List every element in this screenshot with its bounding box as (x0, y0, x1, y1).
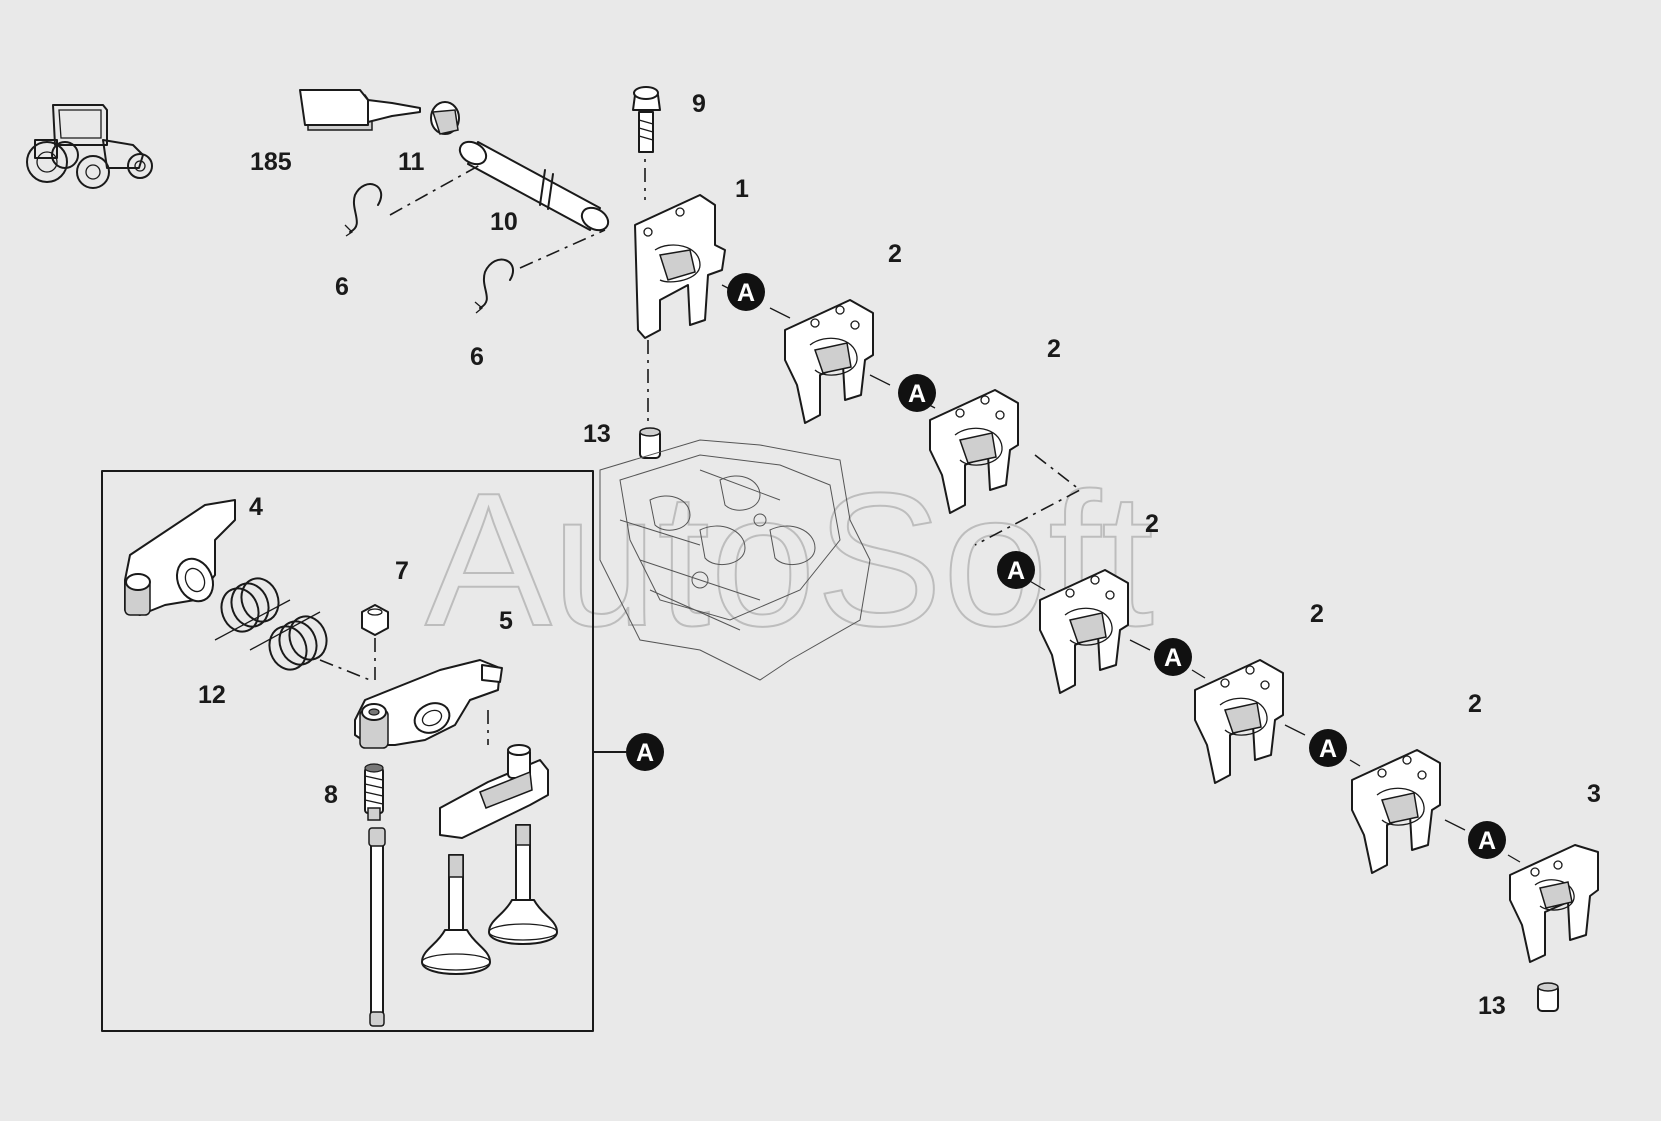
rocker-pedestal-3-part[interactable] (1509, 844, 1599, 963)
reference-marker-a-1[interactable]: A (727, 273, 765, 311)
callout-8: 8 (324, 781, 338, 809)
rocker-pedestal-2c-part[interactable] (1039, 569, 1129, 694)
svg-text:A: A (1164, 644, 1182, 672)
callout-9: 9 (692, 90, 706, 118)
circlip-lower-part[interactable] (474, 258, 514, 314)
reference-marker-a-2[interactable]: A (898, 374, 936, 412)
callout-10: 10 (490, 208, 518, 236)
callout-2-b: 2 (1047, 335, 1061, 363)
valve-left-part[interactable] (421, 854, 491, 975)
svg-text:A: A (737, 279, 755, 307)
rocker-pedestal-1-part[interactable] (634, 194, 726, 339)
rocker-pedestal-2a-part[interactable] (784, 299, 874, 424)
reference-marker-a-6[interactable]: A (1468, 821, 1506, 859)
callout-13-lower: 13 (1478, 992, 1506, 1020)
svg-text:A: A (1319, 735, 1337, 763)
reference-marker-a-4[interactable]: A (1154, 638, 1192, 676)
callout-1: 1 (735, 175, 749, 203)
valve-right-part[interactable] (488, 824, 558, 945)
rocker-shaft-part[interactable] (456, 137, 612, 234)
callout-2-a: 2 (888, 240, 902, 268)
callout-13-upper: 13 (583, 420, 611, 448)
rocker-pedestal-2b-part[interactable] (929, 389, 1019, 514)
valve-stem-seal-lower-part[interactable] (1537, 982, 1559, 1012)
push-rod-part[interactable] (368, 827, 386, 1027)
rocker-arm-5-part[interactable] (354, 659, 503, 749)
tractor-icon[interactable] (26, 104, 153, 189)
valve-bridge-part[interactable] (439, 744, 549, 839)
callout-6-upper: 6 (335, 273, 349, 301)
watermark: AutoSoft (425, 454, 1154, 666)
callout-12: 12 (198, 681, 226, 709)
valve-stem-seal-upper-part[interactable] (639, 427, 661, 459)
reference-marker-a-5[interactable]: A (1309, 729, 1347, 767)
bolt-part[interactable] (632, 86, 661, 153)
callout-5: 5 (499, 607, 513, 635)
callout-2-e: 2 (1468, 690, 1482, 718)
callout-2-c: 2 (1145, 510, 1159, 538)
callout-6-lower: 6 (470, 343, 484, 371)
svg-text:A: A (1007, 557, 1025, 585)
svg-text:A: A (636, 739, 654, 767)
svg-text:A: A (908, 380, 926, 408)
adjusting-nut-part[interactable] (361, 604, 389, 636)
callout-3: 3 (1587, 780, 1601, 808)
callout-2-d: 2 (1310, 600, 1324, 628)
rocker-spring-lower-part[interactable] (264, 611, 333, 675)
rocker-pedestal-2d-part[interactable] (1194, 659, 1284, 784)
rocker-spring-upper-part[interactable] (216, 573, 285, 637)
plug-part[interactable] (430, 101, 460, 135)
reference-marker-a-3[interactable]: A (997, 551, 1035, 589)
callout-11: 11 (398, 148, 425, 176)
circlip-upper-part[interactable] (344, 183, 383, 237)
reference-marker-a-box[interactable]: A (626, 733, 664, 771)
sealant-tube-part[interactable] (299, 89, 421, 131)
svg-text:A: A (1478, 827, 1496, 855)
callout-7: 7 (395, 557, 409, 585)
callout-185: 185 (250, 148, 292, 176)
rocker-pedestal-2e-part[interactable] (1351, 749, 1441, 874)
cylinder-head-part[interactable] (599, 439, 871, 681)
adjusting-screw-part[interactable] (364, 763, 384, 821)
callout-4: 4 (249, 493, 263, 521)
rocker-arm-4-part[interactable] (124, 499, 236, 616)
